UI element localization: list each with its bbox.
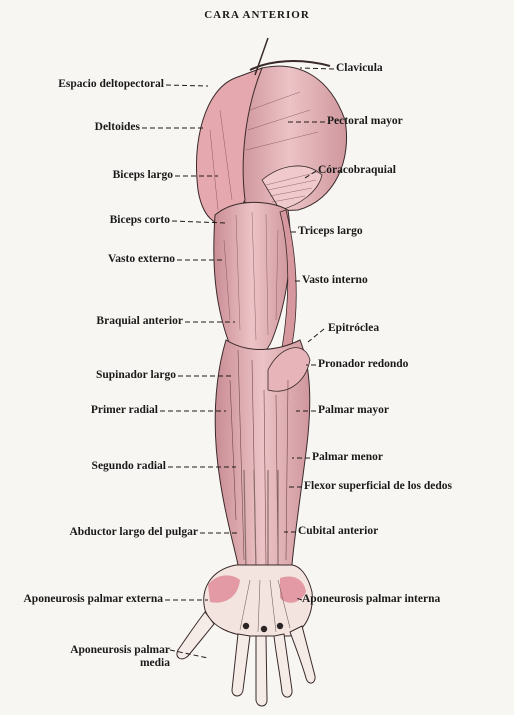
label-biceps-corto: Biceps corto — [110, 215, 170, 227]
label-pectoral-mayor: Pectoral mayor — [327, 116, 403, 128]
label-supinador-largo: Supinador largo — [96, 370, 176, 382]
label-vasto-interno: Vasto interno — [302, 275, 368, 287]
label-segundo-radial: Segundo radial — [92, 461, 166, 473]
label-cubital-anterior: Cubital anterior — [298, 526, 378, 538]
label-aponeurosis-media-line1: Aponeurosis palmar — [58, 645, 170, 657]
label-coracobraquial: Córacobraquial — [318, 165, 396, 177]
label-palmar-menor: Palmar menor — [312, 452, 383, 464]
label-epitroclea: Epitróclea — [328, 323, 379, 335]
label-abductor-largo: Abductor largo del pulgar — [69, 527, 198, 539]
label-biceps-largo: Biceps largo — [113, 170, 173, 182]
label-aponeurosis-externa: Aponeurosis palmar externa — [24, 594, 164, 606]
label-braquial-anterior: Braquial anterior — [96, 316, 183, 328]
biceps-muscle — [214, 202, 290, 357]
label-aponeurosis-media: Aponeurosis palmar media — [58, 645, 170, 669]
label-palmar-mayor: Palmar mayor — [318, 405, 389, 417]
label-deltoides: Deltoides — [95, 122, 140, 134]
label-aponeurosis-interna: Aponeurosis palmar interna — [302, 594, 440, 606]
label-clavicula: Clavicula — [336, 63, 383, 75]
label-aponeurosis-media-line2: media — [58, 658, 170, 670]
label-primer-radial: Primer radial — [91, 405, 158, 417]
label-vasto-externo: Vasto externo — [108, 254, 175, 266]
label-espacio-deltopectoral: Espacio deltopectoral — [58, 79, 164, 91]
label-triceps-largo: Triceps largo — [298, 226, 363, 238]
label-pronador-redondo: Pronador redondo — [318, 359, 408, 371]
label-flexor-superficial: Flexor superficial de los dedos — [304, 481, 452, 493]
